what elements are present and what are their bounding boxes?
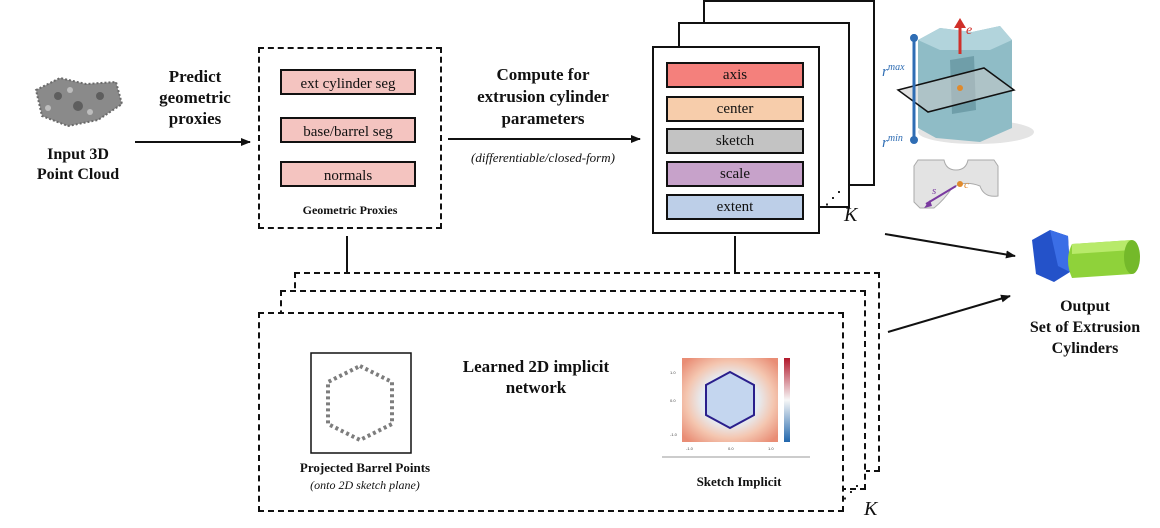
svg-text:0.0: 0.0 bbox=[670, 398, 676, 403]
proxy-normals: normals bbox=[280, 161, 416, 187]
s-label: s bbox=[932, 185, 936, 197]
c-label: c bbox=[964, 179, 969, 191]
proxy-ext-cylinder-seg: ext cylinder seg bbox=[280, 69, 416, 95]
output-line3: Cylinders bbox=[1051, 340, 1119, 357]
param-stack-dots: ⋰ bbox=[824, 188, 842, 208]
proxy-base-barrel-seg: base/barrel seg bbox=[280, 117, 416, 143]
predict-line2: geometric bbox=[159, 88, 231, 107]
bottom-panel-front: Projected Barrel Points (onto 2D sketch … bbox=[258, 312, 844, 512]
e-label: e bbox=[966, 23, 972, 38]
output-line2: Set of Extrusion bbox=[1029, 319, 1141, 336]
network-line1: Learned 2D implicit bbox=[462, 357, 610, 376]
sketch-implicit-heatmap: 1.0 0.0 -1.0 -1.0 0.0 1.0 bbox=[662, 358, 810, 458]
r-max-sup: max bbox=[888, 62, 905, 73]
r-min-base: r bbox=[882, 135, 888, 151]
extrusion-cylinder-illustration: rmax rmin e c s bbox=[882, 18, 1034, 209]
r-min-label: rmin bbox=[882, 133, 903, 151]
param-stack-card-front: axis center sketch scale extent bbox=[652, 46, 820, 234]
compute-line3: parameters bbox=[501, 109, 585, 128]
output-cylinders-image bbox=[1032, 230, 1140, 282]
compute-line1: Compute for bbox=[496, 65, 590, 84]
output-line1: Output bbox=[1060, 298, 1110, 315]
bottom-stack-k: K bbox=[864, 498, 878, 520]
predict-label: Predict geometric proxies bbox=[140, 66, 250, 129]
compute-line2: extrusion cylinder bbox=[477, 87, 609, 106]
arrow-params-to-output bbox=[884, 233, 1016, 259]
projected-caption: Projected Barrel Points bbox=[299, 460, 431, 475]
projected-subcaption: (onto 2D sketch plane) bbox=[310, 478, 420, 492]
svg-text:-1.0: -1.0 bbox=[686, 446, 694, 451]
projected-points-plot bbox=[310, 352, 412, 454]
proxies-caption: Geometric Proxies bbox=[302, 203, 398, 217]
predict-line1: Predict bbox=[168, 67, 222, 86]
svg-text:0.0: 0.0 bbox=[728, 446, 734, 451]
r-max-base: r bbox=[882, 64, 888, 80]
compute-label: Compute for extrusion cylinder parameter… bbox=[448, 64, 638, 130]
r-max-label: rmax bbox=[882, 62, 905, 80]
point-cloud-image bbox=[34, 76, 124, 128]
arrow-implicit-to-output bbox=[887, 294, 1011, 333]
implicit-caption: Sketch Implicit bbox=[696, 474, 782, 489]
svg-text:1.0: 1.0 bbox=[670, 370, 676, 375]
param-extent: extent bbox=[666, 194, 804, 220]
param-stack-k: K bbox=[844, 204, 858, 226]
r-min-sup: min bbox=[888, 133, 903, 144]
compute-note: (differentiable/closed-form) bbox=[471, 150, 615, 165]
param-scale: scale bbox=[666, 161, 804, 187]
param-center: center bbox=[666, 96, 804, 122]
network-label: Learned 2D implicit network bbox=[436, 356, 636, 398]
svg-text:-1.0: -1.0 bbox=[670, 432, 678, 437]
input-label: Input 3D Point Cloud bbox=[14, 145, 142, 185]
geometric-proxies-box: ext cylinder seg base/barrel seg normals… bbox=[258, 47, 442, 229]
input-label-line1: Input 3D bbox=[47, 146, 109, 163]
svg-text:1.0: 1.0 bbox=[768, 446, 774, 451]
bottom-stack-dots: ⋰ bbox=[842, 482, 860, 502]
param-axis: axis bbox=[666, 62, 804, 88]
predict-line3: proxies bbox=[168, 109, 222, 128]
network-line2: network bbox=[505, 378, 567, 397]
param-sketch: sketch bbox=[666, 128, 804, 154]
input-label-line2: Point Cloud bbox=[36, 166, 120, 183]
output-label: Output Set of Extrusion Cylinders bbox=[1012, 296, 1158, 359]
